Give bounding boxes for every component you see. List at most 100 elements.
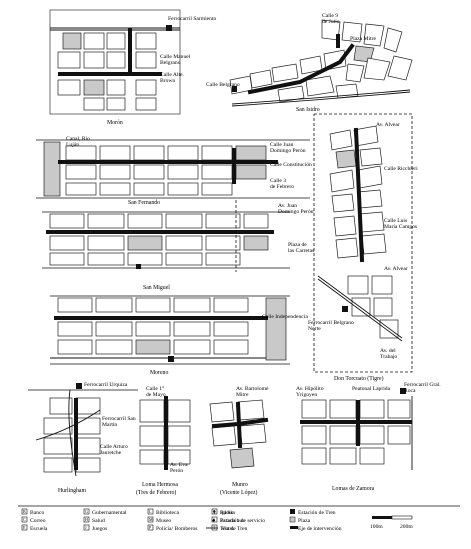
legend-code: G (85, 509, 88, 514)
legend-label: Escuela (30, 526, 48, 532)
tigre-label-alvear2: Av. Alvear (384, 266, 408, 272)
moron-name: Morón (107, 120, 123, 126)
legend-code: M (149, 517, 153, 522)
legend-label: Juegos (92, 526, 107, 532)
legend-item: R Radio (211, 508, 234, 516)
tigre-label-alvear1: Av. Alvear (376, 122, 400, 128)
legend-code: E (23, 525, 26, 530)
legend-item: J Juegos (83, 524, 107, 532)
munro-name-1: Munro (232, 482, 248, 488)
tigre-label-ricchieri: Calle Ricchieri (384, 166, 418, 172)
legend-label: Biblioteca (156, 510, 180, 516)
scale-200: 200m (400, 524, 413, 530)
legend-code: B (23, 509, 26, 514)
legend-label: Estación de servicio (220, 518, 265, 524)
lomas-zamora-label-laprida: Peatonal Laprida (352, 386, 391, 392)
legend-item: T Teatro (211, 524, 234, 532)
legend-label: Banco (30, 510, 44, 516)
legend-item: Eje de intervención (290, 526, 342, 532)
legend-item: Estación de Tren (290, 509, 336, 516)
legend-item: E Escuela (21, 524, 48, 532)
san-fernando-name: San Fernando (128, 200, 160, 206)
legend-code: T (213, 525, 216, 530)
san-isidro-label-belgrano: Calle Belgrano (206, 82, 240, 88)
loma-hermosa-name-1: Loma Hermosa (142, 482, 178, 488)
train-station-icon (290, 509, 295, 514)
legend-code: L (149, 509, 152, 514)
legend-code: S (213, 517, 215, 522)
legend-label: Museo (156, 518, 171, 524)
tigre-name: Don Torcuato (Tigre) (334, 375, 384, 382)
bus-stop-icon: ● (212, 518, 215, 524)
lomas-zamora-name: Lomas de Zamora (332, 486, 375, 492)
legend-label: Vía de Tren (221, 526, 248, 532)
legend-label: Gubernamental (92, 510, 127, 516)
loma-hermosa-name-2: (Tres de Febrero) (136, 489, 176, 496)
moron-label-brown: Calle Alte.Brown (160, 72, 185, 84)
legend-label: Teatro (220, 526, 234, 532)
legend-item: H Salud (83, 516, 105, 524)
plaza-icon (289, 516, 296, 523)
moreno-map: Calle Independencia Moreno (50, 295, 308, 376)
intervention-axis-icon (290, 526, 298, 529)
church-icon: ✝ (212, 509, 217, 516)
legend-label: Policía/ Bomberos (156, 526, 197, 532)
legend-item: S Estación de servicio (211, 516, 265, 524)
legend-label: Salud (92, 518, 105, 524)
legend-label: Plaza (298, 518, 311, 524)
moron-label-sarmiento: Ferrocarril Sarmiento (168, 16, 217, 22)
munro-name-2: (Vicente López) (220, 489, 258, 496)
moreno-name: Moreno (150, 370, 168, 376)
legend-item: ● Parada bus (212, 518, 244, 524)
san-isidro-name: San Isidro (296, 107, 320, 113)
moreno-label-independencia: Calle Independencia (262, 314, 308, 320)
legend-label: Radio (220, 510, 234, 516)
legend-label: Estación de Tren (298, 510, 336, 516)
legend-code: H (85, 517, 88, 522)
legend-label: Iglesia (220, 510, 235, 516)
legend-item: Plaza (289, 516, 311, 524)
san-isidro-label-plaza: Plaza Mitre (350, 36, 376, 42)
scale-100: 100m (370, 524, 383, 530)
lomas-zamora-label-roca: Ferrocarril Gral.Roca (404, 382, 441, 394)
scale-bar: 100m 200m (370, 515, 413, 530)
legend-item: L Biblioteca (147, 508, 180, 516)
san-miguel-name: San Miguel (143, 285, 170, 291)
legend-item: B Banco (21, 508, 44, 516)
san-fernando-label-constitucion: Calle Constitución (270, 162, 312, 168)
loma-hermosa-label-1mayo: Calle 1°de Mayo (146, 385, 166, 398)
hurlingham-name: Hurlingham (58, 488, 87, 494)
legend-code: R (213, 509, 216, 514)
legend-item: ✝Iglesia (212, 509, 235, 516)
legend-code: J (85, 525, 87, 530)
legend-item: G Gubernamental (83, 508, 127, 516)
legend-label: Parada bus (220, 518, 244, 524)
